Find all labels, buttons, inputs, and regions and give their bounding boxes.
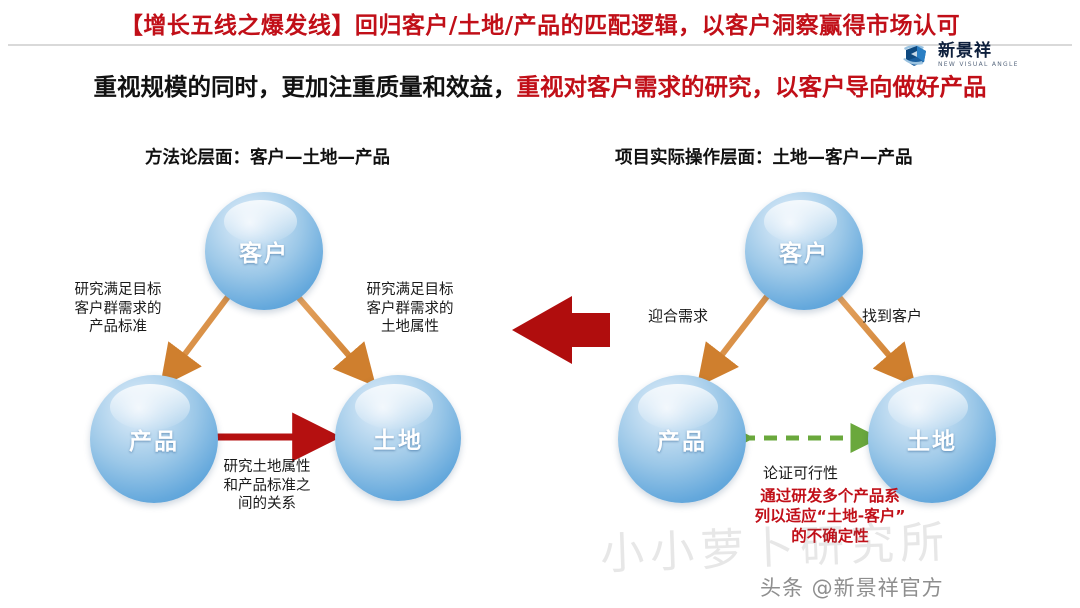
subtitle: 重视规模的同时，更加注重质量和效益，重视对客户需求的研究，以客户导向做好产品 bbox=[0, 68, 1080, 102]
right-node-land[interactable]: 土地 bbox=[868, 375, 996, 503]
right-node-customer[interactable]: 客户 bbox=[745, 192, 863, 310]
left-node-customer[interactable]: 客户 bbox=[205, 192, 323, 310]
title-divider bbox=[8, 44, 1072, 46]
left-node-product[interactable]: 产品 bbox=[90, 375, 218, 503]
left-label-product-land: 研究土地属性 和产品标准之 间的关系 bbox=[223, 459, 311, 513]
page-title: 【增长五线之爆发线】回归客户/土地/产品的匹配逻辑，以客户洞察赢得市场认可 bbox=[119, 13, 961, 39]
right-node-customer-label: 客户 bbox=[779, 241, 829, 267]
logo-text-block: 新景祥 NEW VISUAL ANGLE bbox=[938, 40, 1019, 68]
logo-english-name: NEW VISUAL ANGLE bbox=[938, 60, 1019, 68]
left-node-customer-label: 客户 bbox=[239, 241, 289, 267]
left-node-land-label: 土地 bbox=[373, 428, 423, 454]
left-diagram-heading: 方法论层面：客户—土地—产品 bbox=[145, 148, 390, 168]
left-node-land[interactable]: 土地 bbox=[335, 375, 461, 501]
right-edge-customer-land bbox=[830, 288, 916, 387]
right-node-product-label: 产品 bbox=[657, 429, 707, 455]
subtitle-black-part: 重视规模的同时，更加注重质量和效益， bbox=[93, 73, 517, 101]
footer-watermark: 头条 @新景祥官方 bbox=[760, 576, 944, 600]
right-label-customer-land: 找到客户 bbox=[862, 307, 923, 325]
right-label-customer-product: 迎合需求 bbox=[648, 307, 709, 325]
right-node-product[interactable]: 产品 bbox=[618, 375, 746, 503]
left-node-product-label: 产品 bbox=[129, 429, 179, 455]
left-label-customer-product: 研究满足目标 客户群需求的 产品标准 bbox=[74, 282, 162, 336]
logo-chinese-name: 新景祥 bbox=[938, 40, 992, 61]
right-edge-customer-product bbox=[696, 288, 775, 388]
left-label-customer-land: 研究满足目标 客户群需求的 土地属性 bbox=[366, 282, 454, 336]
right-label-product-land: 论证可行性 bbox=[763, 464, 839, 482]
script-watermark: 小小萝卜研究所 bbox=[599, 516, 951, 581]
right-note-product-land: 通过研发多个产品系 列以适应“土地-客户” 的不确定性 bbox=[754, 487, 906, 546]
new-visual-angle-logo-icon bbox=[900, 41, 934, 69]
big-red-left-arrow bbox=[512, 296, 610, 364]
subtitle-red-part: 重视对客户需求的研究，以客户导向做好产品 bbox=[516, 73, 987, 101]
right-diagram-heading: 项目实际操作层面：土地—客户—产品 bbox=[615, 148, 913, 168]
brand-logo: 新景祥 NEW VISUAL ANGLE bbox=[900, 40, 1072, 70]
right-node-land-label: 土地 bbox=[907, 429, 957, 455]
